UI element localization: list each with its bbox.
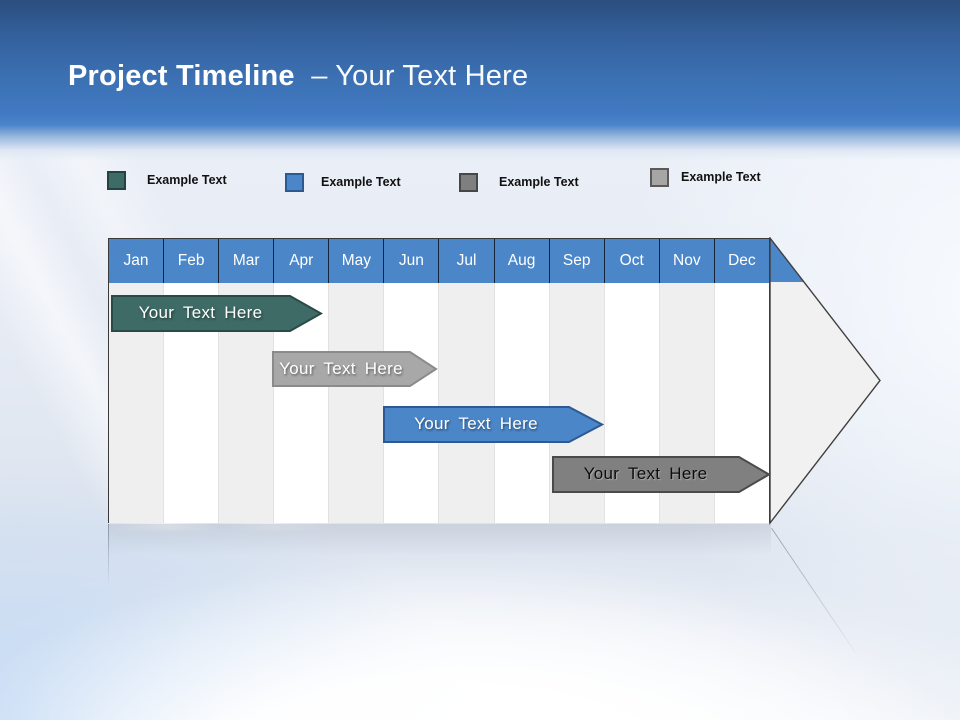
month-cell: Aug (493, 239, 549, 283)
month-cell: Jul (438, 239, 494, 283)
month-header-row: Jan Feb Mar Apr May Jun Jul Aug Sep Oct … (109, 239, 769, 283)
title-band (0, 0, 960, 160)
month-cell: May (328, 239, 384, 283)
legend-item-3[interactable]: Example Text (459, 172, 579, 192)
legend-swatch-darkgray[interactable] (459, 172, 478, 192)
month-cell: Dec (713, 239, 769, 283)
grid-column (438, 283, 494, 523)
timeline-bar-3[interactable]: Your Text Here (383, 406, 604, 443)
legend-item-4[interactable]: Example Text (650, 167, 761, 187)
legend-label: Example Text (681, 170, 761, 184)
legend-swatch-lightgray[interactable] (650, 167, 669, 187)
arrow-shape-teal (111, 295, 323, 332)
legend-label: Example Text (147, 173, 227, 187)
grid-column (383, 283, 439, 523)
arrowhead-body (770, 238, 880, 523)
legend-item-2[interactable]: Example Text (285, 172, 401, 192)
month-cell: Jun (383, 239, 439, 283)
timeline-bar-1[interactable]: Your Text Here (111, 295, 323, 332)
bar-label: Your Text Here (279, 359, 403, 378)
bar-label: Your Text Here (583, 464, 708, 483)
month-cell: Sep (548, 239, 604, 283)
grid-column (328, 283, 384, 523)
month-cell: Apr (273, 239, 329, 283)
month-cell: Oct (603, 239, 659, 283)
timeline-grid (109, 283, 769, 523)
timeline-bar-2[interactable]: Your Text Here (272, 351, 438, 387)
arrow-shape-blue (383, 406, 604, 443)
legend-item-1[interactable]: Example Text (107, 170, 227, 190)
bar-label: Your Text Here (138, 303, 263, 322)
arrow-shape-lightgray (272, 351, 438, 387)
month-cell: Nov (658, 239, 714, 283)
legend-swatch-blue[interactable] (285, 172, 304, 192)
legend-label: Example Text (321, 175, 401, 189)
bar-label: Your Text Here (414, 414, 538, 433)
legend-swatch-teal[interactable] (107, 170, 126, 190)
arrowhead-header-part (770, 238, 804, 282)
timeline-bar-4[interactable]: Your Text Here (552, 456, 771, 493)
table-reflection (108, 524, 771, 558)
month-cell: Jan (109, 239, 164, 283)
page-title-bold: Project Timeline (68, 60, 295, 92)
legend-label: Example Text (499, 175, 579, 189)
page-title-rest: – Your Text Here (311, 60, 529, 92)
table-reflection-edge (108, 524, 109, 586)
arrow-shape-darkgray (552, 456, 771, 493)
month-cell: Feb (163, 239, 219, 283)
grid-column (493, 283, 549, 523)
page-title: Project Timeline – Your Text Here (68, 60, 528, 93)
timeline-arrowhead[interactable] (769, 237, 883, 525)
arrowhead-reflection-edge (771, 528, 856, 653)
month-cell: Mar (218, 239, 274, 283)
arrowhead-outline (769, 237, 881, 525)
